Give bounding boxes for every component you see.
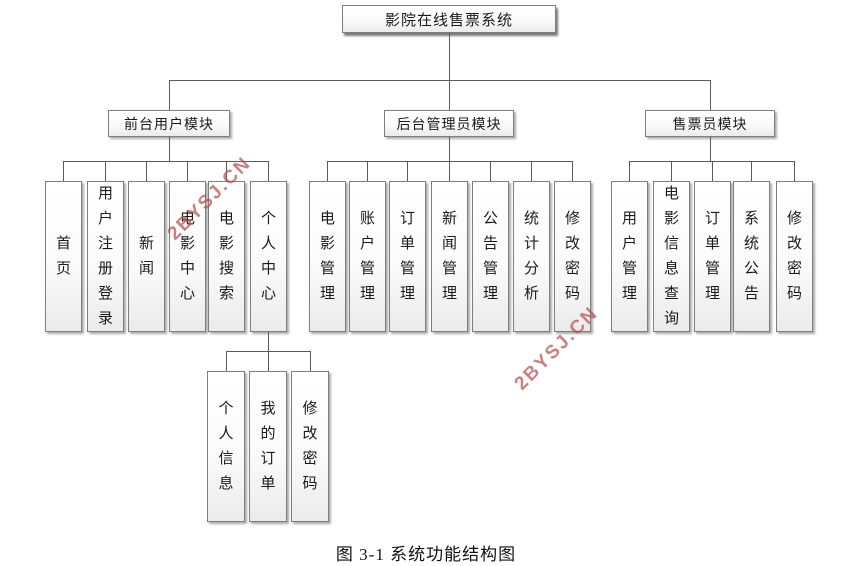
sub-leaf-node-1-label: 我的订单 (260, 400, 276, 492)
module-node-2: 售票员模块 (645, 110, 775, 137)
leaf-node-1-3-label: 新闻管理 (441, 210, 457, 302)
figure-caption: 图 3-1 系统功能结构图 (335, 545, 517, 564)
connector-line (268, 351, 269, 371)
leaf-node-0-4-label: 电影搜索 (218, 210, 234, 302)
connector-line (63, 161, 64, 181)
root-node: 影院在线售票系统 (342, 5, 556, 33)
connector-line (226, 351, 227, 371)
leaf-node-0-3-label: 电影中心 (179, 210, 195, 302)
leaf-node-2-4: 修改密码 (776, 181, 813, 332)
module-node-1: 后台管理员模块 (384, 110, 514, 137)
connector-line (751, 161, 752, 181)
leaf-node-1-3: 新闻管理 (431, 181, 468, 332)
leaf-node-0-5-label: 个人中心 (260, 210, 276, 302)
connector-line (169, 80, 170, 110)
leaf-node-1-6: 修改密码 (554, 181, 591, 332)
connector-line (268, 332, 269, 351)
connector-line (671, 161, 672, 181)
sub-leaf-node-2: 修改密码 (291, 371, 329, 522)
leaf-node-2-2: 订单管理 (694, 181, 731, 332)
connector-line (105, 161, 106, 181)
leaf-node-0-5: 个人中心 (250, 181, 287, 332)
leaf-node-2-4-label: 修改密码 (786, 210, 802, 302)
leaf-node-0-1-label: 用户注册登录 (97, 185, 113, 327)
connector-line (629, 161, 630, 181)
sub-leaf-node-0-label: 个人信息 (218, 400, 234, 492)
leaf-node-2-3: 系统公告 (733, 181, 770, 332)
sub-leaf-node-1: 我的订单 (249, 371, 287, 522)
root-node-label: 影院在线售票系统 (384, 12, 513, 29)
leaf-node-1-5: 统计分析 (513, 181, 550, 332)
connector-line (449, 80, 450, 110)
leaf-node-1-4-label: 公告管理 (482, 210, 498, 302)
connector-line (169, 137, 170, 161)
leaf-node-1-1-label: 账户管理 (359, 210, 375, 302)
leaf-node-1-0: 电影管理 (309, 181, 346, 332)
leaf-node-0-1: 用户注册登录 (87, 181, 124, 332)
connector-line (327, 161, 573, 162)
leaf-node-2-0: 用户管理 (611, 181, 648, 332)
leaf-node-1-2: 订单管理 (389, 181, 426, 332)
connector-line (63, 161, 269, 162)
sub-leaf-node-0: 个人信息 (207, 371, 245, 522)
connector-line (449, 33, 450, 80)
module-node-1-label: 后台管理员模块 (396, 117, 502, 133)
leaf-node-0-2-label: 新闻 (138, 235, 154, 277)
connector-line (327, 161, 328, 181)
connector-line (407, 161, 408, 181)
module-node-0-label: 前台用户模块 (124, 117, 214, 133)
leaf-node-0-4: 电影搜索 (208, 181, 245, 332)
connector-line (794, 161, 795, 181)
leaf-node-0-0: 首页 (45, 181, 82, 332)
leaf-node-2-2-label: 订单管理 (704, 210, 720, 302)
connector-line (367, 161, 368, 181)
connector-line (710, 137, 711, 161)
leaf-node-0-2: 新闻 (128, 181, 165, 332)
leaf-node-0-3: 电影中心 (169, 181, 206, 332)
leaf-node-1-6-label: 修改密码 (564, 210, 580, 302)
connector-line (712, 161, 713, 181)
connector-line (146, 161, 147, 181)
connector-line (572, 161, 573, 181)
leaf-node-1-1: 账户管理 (349, 181, 386, 332)
connector-line (490, 161, 491, 181)
connector-line (531, 161, 532, 181)
connector-line (310, 351, 311, 371)
leaf-node-2-1-label: 电影信息查询 (663, 185, 679, 327)
connector-line (169, 80, 711, 81)
leaf-node-1-2-label: 订单管理 (399, 210, 415, 302)
leaf-node-0-0-label: 首页 (55, 235, 71, 277)
connector-line (710, 80, 711, 110)
leaf-node-1-0-label: 电影管理 (319, 210, 335, 302)
connector-line (449, 137, 450, 161)
connector-line (187, 161, 188, 181)
leaf-node-1-5-label: 统计分析 (523, 210, 539, 302)
sub-leaf-node-2-label: 修改密码 (302, 400, 318, 492)
connector-line (268, 161, 269, 181)
module-node-0: 前台用户模块 (108, 110, 230, 137)
leaf-node-1-4: 公告管理 (472, 181, 509, 332)
connector-line (449, 161, 450, 181)
module-node-2-label: 售票员模块 (672, 117, 748, 133)
connector-line (226, 161, 227, 181)
leaf-node-2-3-label: 系统公告 (743, 210, 759, 302)
leaf-node-2-1: 电影信息查询 (653, 181, 690, 332)
leaf-node-2-0-label: 用户管理 (621, 210, 637, 302)
